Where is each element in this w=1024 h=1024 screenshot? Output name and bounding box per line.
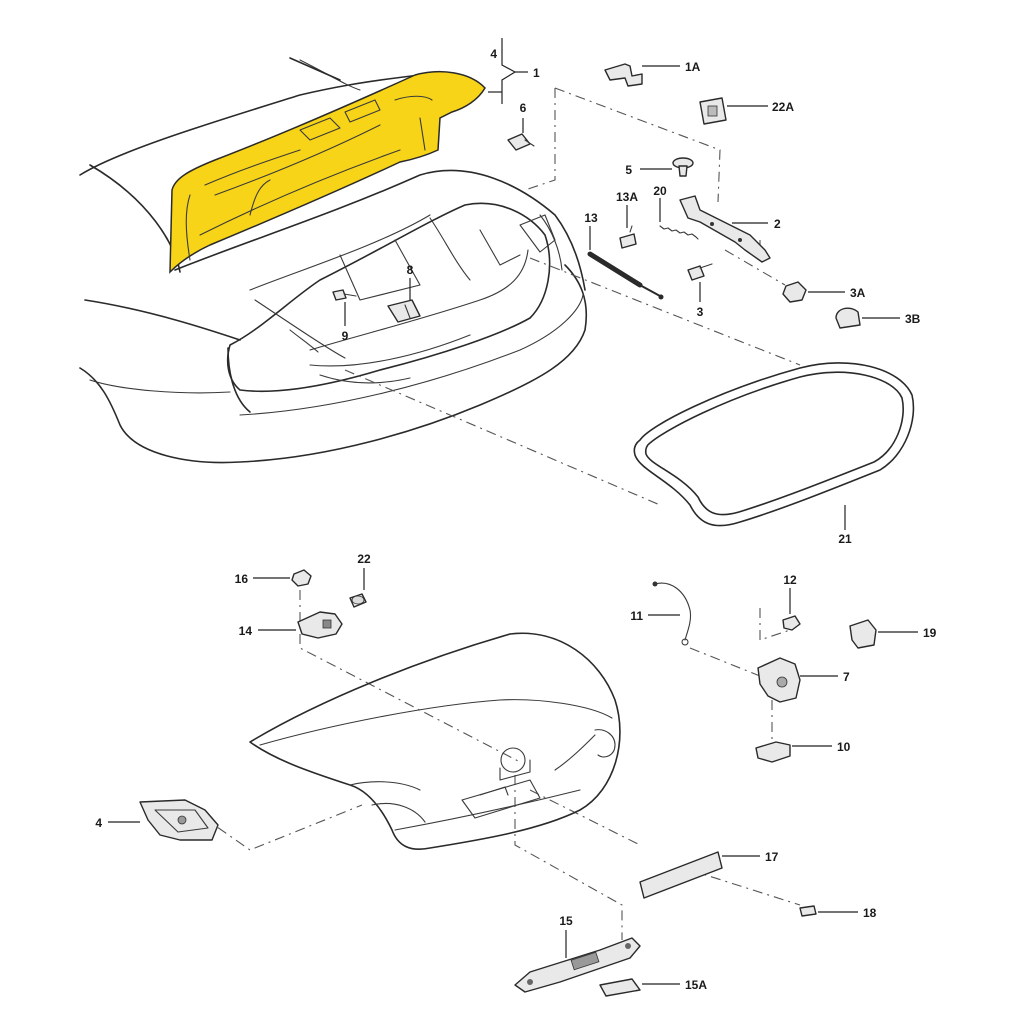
part-12-grommet: [782, 588, 801, 631]
label-10: 10: [837, 740, 851, 754]
label-1A: 1A: [685, 60, 701, 74]
part-3B-cap: [835, 307, 900, 329]
label-18: 18: [863, 906, 877, 920]
part-14-actuator: [258, 611, 343, 639]
part-2-hinge: [679, 195, 771, 263]
label-15: 15: [559, 914, 573, 928]
part-11-cable: [648, 581, 692, 646]
part-22A-pad: [699, 97, 768, 125]
part-5-clip: [640, 157, 694, 177]
part-3-bolt: [687, 263, 713, 302]
label-19: 19: [923, 626, 937, 640]
label-13: 13: [584, 211, 598, 225]
car-body-rear: [79, 57, 588, 464]
label-5: 5: [625, 163, 632, 177]
part-9-bolt: [332, 289, 357, 326]
label-4-top: 4: [490, 47, 497, 61]
label-7: 7: [843, 670, 850, 684]
label-6: 6: [520, 101, 527, 115]
part-19-cover: [849, 619, 918, 649]
part-13-gas-strut: [587, 226, 664, 300]
callout-labels: 4 1 6 1A 22A 5 13A 20 13 2 8 9 3 3A 3B 2…: [95, 47, 936, 992]
label-3: 3: [697, 305, 704, 319]
label-14: 14: [239, 624, 253, 638]
label-22: 22: [357, 552, 371, 566]
part-1A-bracket: [604, 63, 680, 87]
part-13A-stud: [619, 205, 637, 249]
label-16: 16: [235, 572, 249, 586]
label-11: 11: [630, 609, 643, 623]
trunk-lid-shape: [169, 70, 486, 274]
label-12: 12: [783, 573, 797, 587]
part-15A-lens: [599, 978, 680, 997]
part-15-handle: [514, 930, 641, 993]
part-16-nut: [253, 569, 312, 587]
label-17: 17: [765, 850, 779, 864]
label-3B: 3B: [905, 312, 921, 326]
part-10-striker: [755, 741, 832, 763]
trunk-lid-outer: [249, 632, 621, 850]
label-9: 9: [342, 329, 349, 343]
label-8: 8: [407, 263, 414, 277]
part-20-spring: [659, 198, 699, 240]
part-4-housing: [108, 799, 219, 841]
label-22A: 22A: [772, 100, 794, 114]
part-3A-nut: [782, 281, 845, 303]
part-6-bolt: [507, 118, 535, 151]
part-8-bracket: [387, 278, 421, 323]
part-22-bulb: [349, 568, 367, 608]
label-1: 1: [533, 66, 540, 80]
label-13A: 13A: [616, 190, 638, 204]
label-21: 21: [838, 532, 852, 546]
label-3A: 3A: [850, 286, 866, 300]
label-4-bottom: 4: [95, 816, 102, 830]
part-21-seal: [633, 362, 915, 530]
part-17-plate: [639, 851, 760, 899]
label-15A: 15A: [685, 978, 707, 992]
trunk-lid-highlighted: [169, 70, 486, 274]
part-7-latch: [757, 657, 838, 703]
part-18-screw: [799, 905, 858, 917]
label-20: 20: [653, 184, 667, 198]
label-2: 2: [774, 217, 781, 231]
